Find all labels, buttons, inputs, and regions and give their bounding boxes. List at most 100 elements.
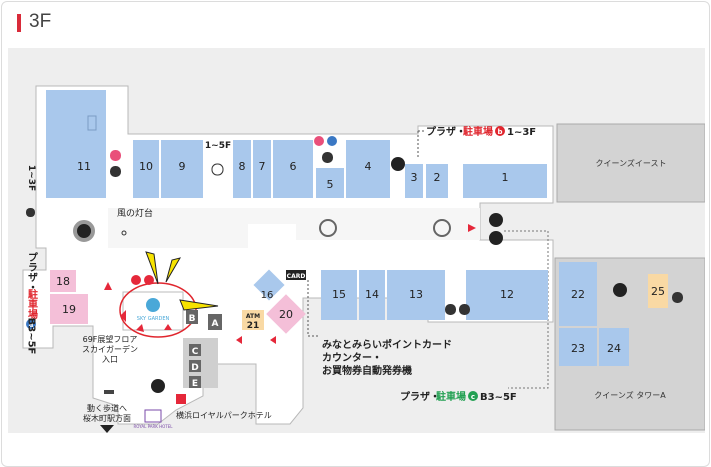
shop-25-label: 25 bbox=[651, 285, 665, 298]
route-arrow-4 bbox=[136, 324, 144, 332]
restroom-women-icon bbox=[110, 150, 121, 161]
wheelchair-icon-3 bbox=[459, 304, 470, 315]
route-arrow-6 bbox=[236, 336, 242, 344]
shop-5[interactable] bbox=[316, 168, 344, 198]
shop-4-label: 4 bbox=[365, 160, 372, 173]
elevator-c[interactable] bbox=[189, 344, 201, 356]
shop-10[interactable] bbox=[133, 140, 159, 198]
parking-b-prefix: プラザ・ bbox=[426, 125, 466, 138]
restroom-red-icon-2 bbox=[144, 275, 154, 285]
restroom-red-icon-3 bbox=[176, 394, 186, 404]
shop-15[interactable] bbox=[321, 270, 357, 320]
shop-19[interactable] bbox=[50, 294, 88, 324]
moving-walk-line-2: 桜木町駅方面 bbox=[83, 413, 131, 423]
shop-13[interactable] bbox=[387, 270, 445, 320]
left-floor-range: 1~3F bbox=[26, 165, 36, 191]
route-arrow-5 bbox=[164, 324, 172, 330]
arrow-down-icon bbox=[100, 425, 114, 433]
shop-11[interactable] bbox=[46, 90, 106, 198]
floor-map: クイーンズイースト クイーンズ タワーA 11 10 9 1~5F 8 7 6 bbox=[8, 48, 705, 433]
elevator-d[interactable] bbox=[189, 360, 201, 372]
parking-b-badge-letter: b bbox=[497, 128, 502, 136]
corridor-band bbox=[108, 208, 480, 248]
shop-3-label: 3 bbox=[411, 171, 418, 184]
escalator-icon-2 bbox=[319, 219, 337, 237]
parking-a-name: 駐車場 bbox=[26, 288, 38, 320]
parking-c-badge bbox=[468, 391, 478, 401]
escalator-icon-4 bbox=[489, 213, 503, 227]
restroom-red-icon-1 bbox=[131, 275, 141, 285]
atm-box[interactable] bbox=[242, 310, 264, 330]
elevator-d-label: D bbox=[191, 363, 198, 373]
hotel-logo-icon bbox=[144, 409, 162, 423]
route-arrow-3 bbox=[120, 310, 126, 322]
elevator-e[interactable] bbox=[189, 376, 201, 388]
shop-14[interactable] bbox=[359, 270, 385, 320]
parking-a-badge-letter: a bbox=[29, 321, 34, 329]
elevator-b[interactable] bbox=[186, 310, 198, 324]
sky-garden-logo-icon[interactable] bbox=[146, 298, 160, 312]
shop-22-label: 22 bbox=[571, 288, 585, 301]
escalator-icon-6 bbox=[151, 379, 165, 393]
point-card-line-1: みなとみらいポイントカード bbox=[322, 338, 452, 351]
elevator-a-label: A bbox=[212, 319, 219, 329]
floor-accent-bar bbox=[17, 14, 21, 32]
elevator-c-label: C bbox=[192, 347, 199, 357]
shop-25[interactable] bbox=[648, 274, 668, 308]
elevator-e-label: E bbox=[192, 379, 198, 389]
escalator-icon-3 bbox=[433, 219, 451, 237]
shop-6[interactable] bbox=[273, 140, 313, 198]
left-floor-multi-icon bbox=[26, 208, 35, 217]
restroom-multi-icon-3 bbox=[672, 292, 683, 303]
yellow-marker-1 bbox=[145, 251, 159, 285]
shop-9[interactable] bbox=[161, 140, 203, 198]
shop-8[interactable] bbox=[233, 140, 251, 198]
parking-a-floors: B3~5F bbox=[26, 318, 37, 355]
shop-24-label: 24 bbox=[607, 342, 621, 355]
parking-c-floors: B3~5F bbox=[480, 392, 517, 403]
parking-a-badge bbox=[26, 319, 36, 329]
sky-entrance-line-3: 入口 bbox=[102, 355, 118, 364]
shop-24[interactable] bbox=[599, 328, 629, 366]
shop-7[interactable] bbox=[253, 140, 271, 198]
wheelchair-icon-1 bbox=[211, 163, 224, 176]
parking-c-prefix: プラザ・ bbox=[400, 390, 440, 403]
shop-1[interactable] bbox=[463, 164, 547, 198]
restroom-multi-icon-2 bbox=[445, 304, 456, 315]
parking-c-name: 駐車場 bbox=[436, 390, 466, 403]
restroom-multi-icon bbox=[110, 166, 121, 177]
queens-east-label: クイーンズイースト bbox=[595, 158, 666, 168]
shop-22[interactable] bbox=[559, 262, 597, 326]
escalator-small-icon bbox=[104, 390, 114, 394]
yellow-marker-2 bbox=[165, 257, 182, 283]
escalator-icon-7 bbox=[613, 283, 627, 297]
escalator-icon-1 bbox=[391, 157, 405, 171]
shop-12-label: 12 bbox=[500, 288, 514, 301]
point-card-leader bbox=[307, 280, 318, 337]
shop-19-label: 19 bbox=[62, 303, 76, 316]
shop-16[interactable] bbox=[253, 269, 285, 301]
shop-4[interactable] bbox=[346, 140, 390, 198]
shop-18[interactable] bbox=[50, 270, 76, 292]
parking-b-name: 駐車場 bbox=[463, 125, 493, 138]
shop-5-label: 5 bbox=[327, 178, 334, 191]
shop-7-label: 7 bbox=[259, 160, 266, 173]
shop-23[interactable] bbox=[559, 328, 597, 366]
elevator-a[interactable] bbox=[208, 314, 222, 330]
shop-11-label: 11 bbox=[77, 160, 91, 173]
wind-lighthouse-label: 風の灯台 bbox=[117, 207, 153, 219]
queens-east-building bbox=[556, 123, 705, 203]
parking-b-floors: 1~3F bbox=[507, 127, 536, 138]
card-counter-box[interactable] bbox=[286, 270, 306, 280]
shop-12[interactable] bbox=[466, 270, 548, 320]
shop-13-label: 13 bbox=[409, 288, 423, 301]
shop-3[interactable] bbox=[405, 164, 423, 198]
restroom-women-icon-2 bbox=[314, 136, 324, 146]
route-arrow-7 bbox=[270, 336, 276, 344]
shop-6-label: 6 bbox=[290, 160, 297, 173]
escalator-icon-left bbox=[73, 220, 95, 242]
shop-2[interactable] bbox=[426, 164, 448, 198]
wheelchair-icon-2 bbox=[322, 152, 333, 163]
shop-20-label: 20 bbox=[279, 308, 293, 321]
hotel-label: 横浜ロイヤルパークホテル bbox=[176, 410, 272, 420]
